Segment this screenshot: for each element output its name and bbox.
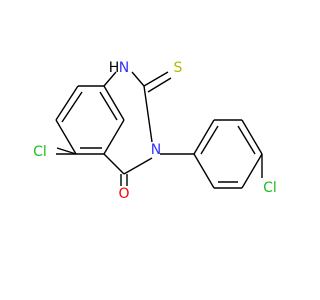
bond-c2-s-1 xyxy=(143,71,169,87)
bond-c7-c8-db xyxy=(61,91,83,123)
atom-s: S xyxy=(174,60,183,76)
bond-c3p-c4p xyxy=(241,119,263,155)
bond-n3-c4 xyxy=(123,157,153,175)
atom-n1: N xyxy=(119,60,129,76)
bond-c1p-c2p xyxy=(193,119,215,155)
bond-c8a-n1 xyxy=(103,71,117,87)
bond-c5-c4a xyxy=(103,119,125,155)
bond-c3p-c4p-db xyxy=(237,125,256,155)
atom-h: H xyxy=(109,60,120,76)
bond-c4p-c5p xyxy=(241,153,263,189)
bond-c1p-c2p-db xyxy=(200,125,219,155)
bond-c6p-c1p xyxy=(193,153,215,189)
atom-n3: N xyxy=(151,142,161,158)
atom-labels: H N S N O Cl Cl xyxy=(33,60,277,202)
molecule-structure: H N S N O Cl Cl xyxy=(33,60,277,202)
atom-cl-4p: Cl xyxy=(263,180,277,196)
bond-c7-c6 xyxy=(55,119,77,155)
molecule-svg: H N S N O Cl Cl xyxy=(33,60,277,202)
bond-c8-c7 xyxy=(55,85,79,121)
bond-c2-n3 xyxy=(143,85,153,143)
bond-c4a-c8a-db xyxy=(99,91,118,121)
atom-o: O xyxy=(118,186,129,202)
bond-c6-cl xyxy=(56,147,77,155)
bond-c4a-c8a xyxy=(103,85,125,121)
bond-c2-s-2 xyxy=(147,77,172,93)
bond-c4-c4a xyxy=(103,153,125,175)
bonds xyxy=(55,71,263,189)
bond-n1-c2 xyxy=(131,71,145,87)
atom-cl-6: Cl xyxy=(33,144,47,160)
